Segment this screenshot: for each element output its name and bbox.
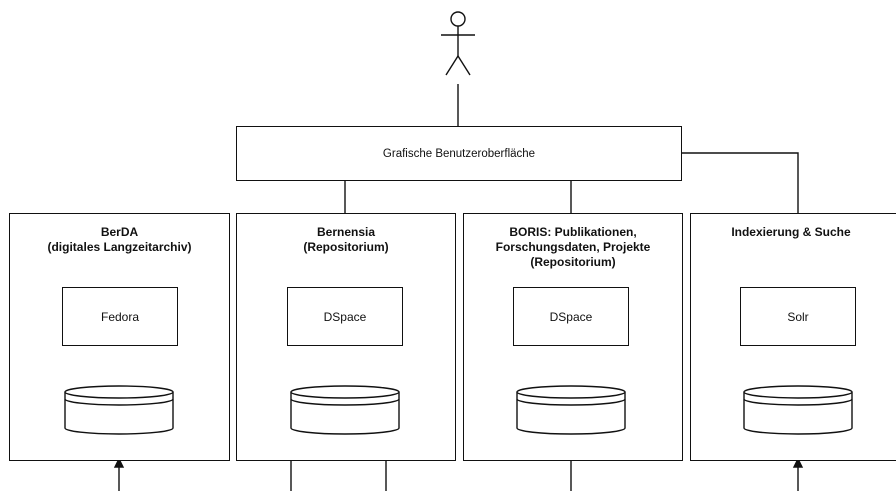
component-label: DSpace (549, 309, 593, 324)
system-title: Indexierung & Suche (691, 225, 891, 240)
title-line-2: (Repositorium) (303, 240, 389, 254)
title-line-3: (Repositorium) (530, 255, 616, 269)
user-actor-icon (441, 11, 475, 76)
component-label: Solr (787, 309, 809, 324)
system-title: BerDA (digitales Langzeitarchiv) (10, 225, 229, 255)
system-title: BORIS: Publikationen, Forschungsdaten, P… (464, 225, 682, 270)
gui-label: Grafische Benutzeroberfläche (382, 147, 536, 160)
database-icon (290, 385, 400, 435)
component-dspace-boris: DSpace (513, 287, 629, 346)
database-icon (743, 385, 853, 435)
gui-search-connector (682, 152, 799, 214)
component-solr: Solr (740, 287, 856, 346)
component-label: Fedora (100, 309, 140, 324)
system-title: Bernensia (Repositorium) (237, 225, 455, 255)
title-line-2: Forschungsdaten, Projekte (495, 240, 651, 254)
title-line-2: (digitales Langzeitarchiv) (47, 240, 192, 254)
database-icon (64, 385, 174, 435)
title-line-1: BORIS: Publikationen, (509, 225, 637, 239)
database-icon (516, 385, 626, 435)
title-line-1: Bernensia (316, 225, 376, 239)
gui-box: Grafische Benutzeroberfläche (236, 126, 682, 181)
component-dspace-bernensia: DSpace (287, 287, 403, 346)
component-label: DSpace (323, 309, 367, 324)
component-fedora: Fedora (62, 287, 178, 346)
berda-arrowhead (113, 457, 125, 468)
title-line-1: BerDA (100, 225, 139, 239)
search-arrowhead (792, 457, 804, 468)
title-line-1: Indexierung & Suche (731, 225, 851, 239)
